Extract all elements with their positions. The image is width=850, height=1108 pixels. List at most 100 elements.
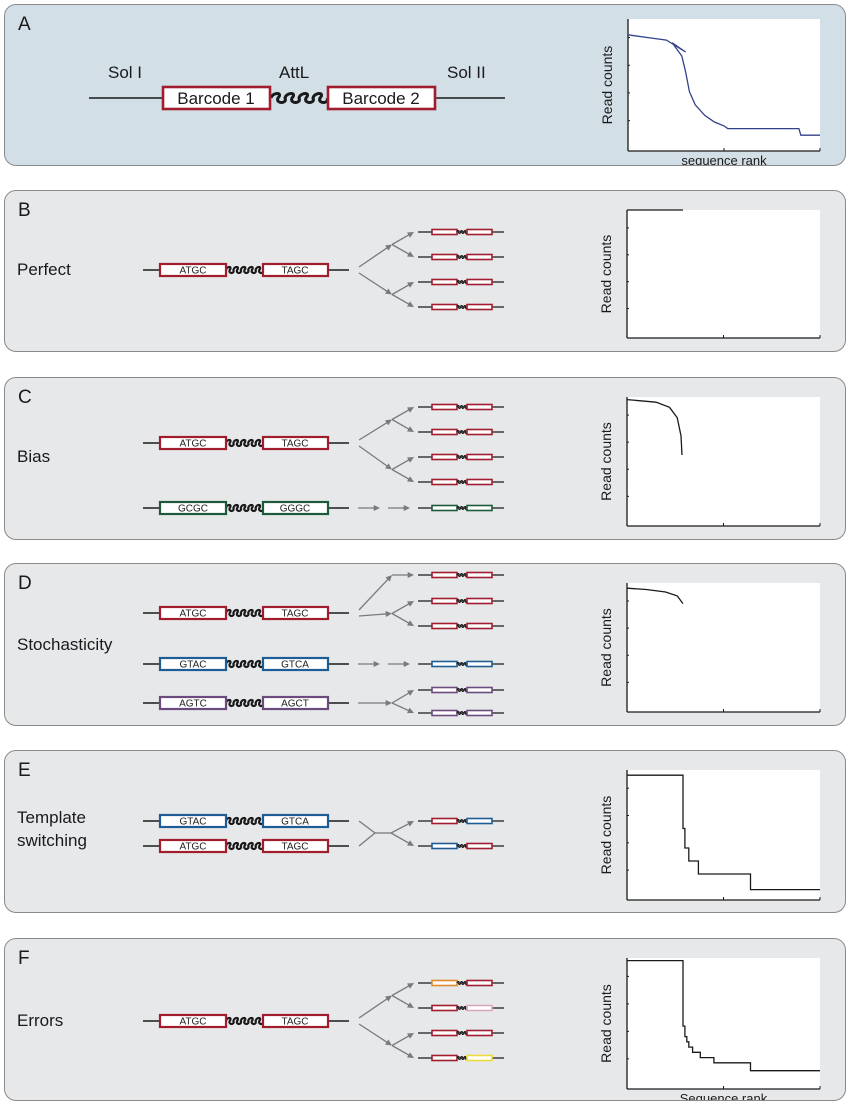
barcode-box-left [158,656,228,672]
attl-linker [456,455,468,459]
read-count-chart: Read counts [598,397,821,527]
arrowhead [407,282,414,288]
y-axis-label: Read counts [598,422,614,501]
barcode-box-left [431,571,458,579]
attl-linker [456,305,468,309]
barcode-box-right [466,453,493,461]
barcode-box-right [466,622,493,630]
barcode-right-seq: GTCA [281,817,309,828]
barcode-left-seq: ATGC [179,439,206,450]
barcode-box-left [431,403,458,411]
y-axis-label: Read counts [598,608,614,687]
arrowhead [385,699,392,707]
barcode-box-right [466,504,493,512]
barcode-box-right [466,979,493,987]
amplification-arrows [358,571,414,626]
data-line [627,34,820,136]
arrowhead [407,232,414,238]
attl-linker [224,841,265,851]
arrow-line [391,458,410,471]
barcode-left-seq: GTAC [179,817,206,828]
arrow-line [391,702,410,712]
attl-label: AttL [279,63,309,82]
barcode-left-seq: ATGC [179,266,206,277]
panel-label: Stochasticity [17,635,113,654]
arrow-line [391,691,411,704]
barcode-box-right [466,817,493,825]
read-count-chart: Read counts [598,209,821,339]
barcode-box-left [431,817,458,825]
chart-plot-area [627,210,820,338]
product-construct [418,597,504,605]
attl-linker [456,573,468,577]
read-count-chart: Read counts [598,770,821,901]
arrowhead [385,463,392,470]
arrow-line [358,997,389,1019]
product-construct [418,278,504,286]
panel-label: switching [17,831,87,850]
barcode-box-left [431,842,458,850]
arrow-line [358,445,389,468]
arrow-line [391,602,410,615]
attl-linker [456,255,468,259]
attl-linker [224,503,265,513]
arrowhead [407,1002,414,1008]
barcode-1-label: Barcode 1 [177,89,255,108]
barcode-box-left [431,278,458,286]
arrow-line [358,578,390,611]
amplification-arrows [358,983,414,1058]
arrow-line [391,243,410,256]
barcode-1-box [161,85,272,111]
arrowhead [373,504,380,512]
arrowhead [407,620,414,626]
arrow-line [391,984,410,997]
attl-linker [456,624,468,628]
barcode-box-right [261,838,330,854]
product-construct [418,842,504,850]
arrowhead [407,601,414,607]
y-axis-label: Read counts [598,796,614,875]
product-construct [418,1004,504,1012]
barcode-right-seq: TAGC [281,1017,308,1028]
arrow-line [358,272,389,293]
attl-linker [224,1016,265,1026]
chart-plot-area [627,397,820,526]
arrowhead [373,660,380,668]
product-construct [418,504,504,512]
product-construct [418,1054,504,1062]
product-construct [418,478,504,486]
barcode-box-left [158,838,228,854]
barcode-box-right [466,228,493,236]
arrowhead [385,419,392,426]
chart-plot-area [627,770,820,900]
barcode-box-left [431,1004,458,1012]
arrowhead [385,288,392,295]
attl-linker [456,405,468,409]
amplification-arrows [358,690,414,714]
barcode-box-left [431,622,458,630]
attl-linker [456,280,468,284]
barcode-box-right [261,500,330,516]
product-construct [418,686,504,694]
product-construct [418,403,504,411]
barcode-box-left [431,504,458,512]
barcode-box-left [431,686,458,694]
attl-linker [224,608,265,618]
barcode-box-right [261,813,330,829]
arrow-line [391,418,410,431]
arrowhead [407,251,414,257]
barcode-box-right [466,1029,493,1037]
arrowhead [407,1052,414,1058]
attl-linker [456,819,468,823]
data-line [626,398,683,456]
